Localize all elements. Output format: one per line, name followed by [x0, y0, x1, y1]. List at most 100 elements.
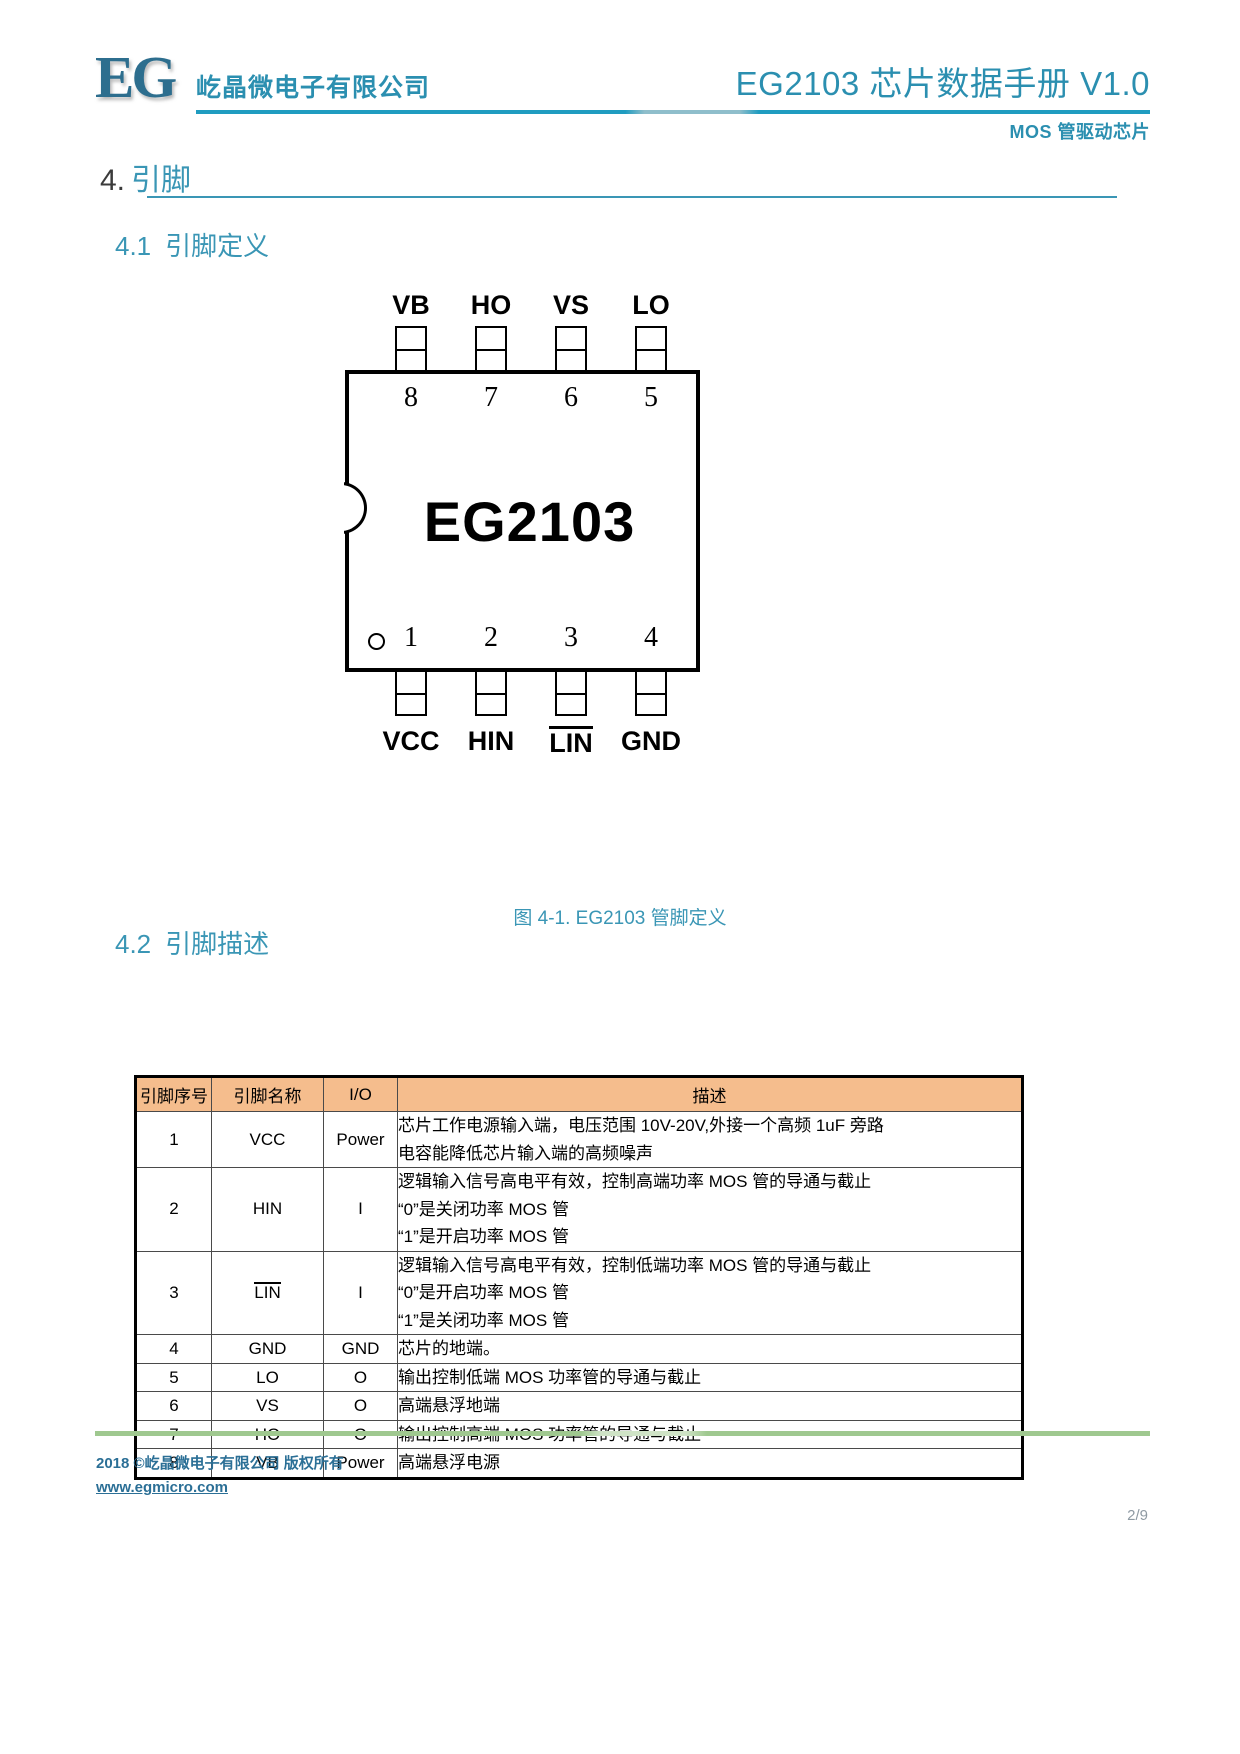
footer-website-link[interactable]: www.egmicro.com — [96, 1479, 228, 1496]
desc-line: 逻辑输入信号高电平有效，控制低端功率 MOS 管的导通与截止 — [398, 1255, 872, 1275]
cell-pin-number: 4 — [134, 1334, 212, 1364]
pin-label-vs: VS — [552, 290, 590, 320]
figure-caption: 图 4-1. EG2103 管脚定义 — [513, 908, 727, 929]
pin-label-ho: HO — [470, 290, 512, 320]
cell-pin-number: 6 — [134, 1391, 212, 1421]
cell-pin-name: VCC — [211, 1110, 324, 1169]
table-row: 2 HIN I 逻辑输入信号高电平有效，控制高端功率 MOS 管的导通与截止 “… — [134, 1167, 1024, 1252]
subsection-title-4-1: 引脚定义 — [165, 231, 270, 261]
desc-line: 高端悬浮电源 — [398, 1453, 500, 1473]
company-logo-icon: EG — [95, 44, 177, 110]
table-body: 1 VCC Power 芯片工作电源输入端，电压范围 10V-20V,外接一个高… — [134, 1110, 1024, 1480]
pin-number-8: 8 — [404, 382, 418, 413]
cell-io: I — [323, 1167, 398, 1252]
page-number: 2/9 — [1127, 1507, 1148, 1524]
table-row: 4 GND GND 芯片的地端。 — [134, 1334, 1024, 1364]
chip-part-number: EG2103 — [423, 489, 636, 553]
cell-pin-name: LO — [211, 1362, 324, 1393]
table-header-row: 引脚序号 引脚名称 I/O 描述 — [134, 1075, 1024, 1112]
section-number: 4. — [100, 164, 126, 197]
pin-shape-5 — [635, 326, 667, 372]
company-name: 屹晶微电子有限公司 — [196, 74, 431, 102]
document-title: EG2103 芯片数据手册 V1.0 — [735, 65, 1150, 102]
pin-label-gnd: GND — [621, 726, 681, 756]
pin-number-3: 3 — [564, 622, 578, 653]
chip-body: EG2103 — [345, 370, 700, 672]
cell-pin-name-text: LIN — [254, 1282, 281, 1303]
section-title: 引脚 — [131, 164, 192, 197]
cell-description: 高端悬浮地端 — [397, 1391, 1024, 1421]
column-header-io: I/O — [323, 1075, 398, 1112]
cell-pin-name: VS — [211, 1391, 324, 1421]
cell-description: 高端悬浮电源 — [397, 1448, 1024, 1480]
desc-line: “1”是开启功率 MOS 管 — [398, 1227, 569, 1247]
page-header: EG 屹晶微电子有限公司 EG2103 芯片数据手册 V1.0 MOS 管驱动芯… — [95, 48, 1150, 148]
section-heading-underline — [147, 196, 1117, 198]
footer-copyright: 2018 ©屹晶微电子有限公司 版权所有 — [96, 1455, 344, 1472]
subsection-title-4-2: 引脚描述 — [165, 929, 270, 959]
table-row: 8 VB Power 高端悬浮电源 — [134, 1448, 1024, 1480]
cell-io: O — [323, 1391, 398, 1421]
footer-divider — [95, 1431, 1150, 1436]
table-row: 5 LO O 输出控制低端 MOS 功率管的导通与截止 — [134, 1362, 1024, 1393]
pin-number-6: 6 — [564, 382, 578, 413]
column-header-pin-name: 引脚名称 — [211, 1075, 324, 1112]
cell-pin-name: HIN — [211, 1167, 324, 1252]
desc-line: 输出控制低端 MOS 功率管的导通与截止 — [398, 1367, 702, 1387]
pin-shape-8 — [395, 326, 427, 372]
desc-line: “0”是开启功率 MOS 管 — [398, 1283, 569, 1303]
cell-description: 输出控制低端 MOS 功率管的导通与截止 — [397, 1362, 1024, 1393]
cell-io: Power — [323, 1110, 398, 1169]
desc-line: 芯片的地端。 — [398, 1339, 500, 1359]
chip-pinout-diagram: VB HO VS LO EG2103 8 7 6 5 1 2 3 4 VCC H… — [330, 286, 730, 776]
cell-description: 逻辑输入信号高电平有效，控制低端功率 MOS 管的导通与截止 “0”是开启功率 … — [397, 1250, 1024, 1336]
cell-pin-number: 2 — [134, 1167, 212, 1252]
pin-number-4: 4 — [644, 622, 658, 653]
cell-io: O — [323, 1362, 398, 1393]
pin-shape-7 — [475, 326, 507, 372]
pin-description-table: 引脚序号 引脚名称 I/O 描述 1 VCC Power 芯片工作电源输入端，电… — [134, 1075, 1024, 1480]
cell-description: 芯片工作电源输入端，电压范围 10V-20V,外接一个高频 1uF 旁路 电容能… — [397, 1110, 1024, 1169]
cell-pin-number: 3 — [134, 1250, 212, 1336]
pin-number-2: 2 — [484, 622, 498, 653]
cell-pin-name: VB — [211, 1448, 324, 1480]
pin-label-lin-text: LIN — [549, 726, 593, 758]
table-row: 6 VS O 高端悬浮地端 — [134, 1391, 1024, 1421]
pin-shape-1 — [395, 670, 427, 716]
pin-label-hin: HIN — [467, 726, 515, 756]
pin-1-marker-icon — [368, 633, 385, 650]
pin-number-5: 5 — [644, 382, 658, 413]
pin-shape-2 — [475, 670, 507, 716]
header-divider — [196, 110, 1150, 114]
pin-shape-4 — [635, 670, 667, 716]
cell-pin-name: LIN — [211, 1250, 324, 1336]
pin-label-lin: LIN — [531, 726, 611, 759]
cell-pin-number: 5 — [134, 1362, 212, 1393]
cell-pin-number: 1 — [134, 1110, 212, 1169]
column-header-pin-number: 引脚序号 — [134, 1075, 212, 1112]
desc-line: 电容能降低芯片输入端的高频噪声 — [398, 1143, 653, 1163]
pin-shape-6 — [555, 326, 587, 372]
subsection-heading-4-1: 4.1 引脚定义 — [115, 226, 269, 263]
subsection-number-4-1: 4.1 — [115, 231, 152, 261]
cell-io: I — [323, 1250, 398, 1336]
desc-line: 逻辑输入信号高电平有效，控制高端功率 MOS 管的导通与截止 — [398, 1172, 872, 1192]
section-heading: 4.引脚 — [100, 155, 1117, 199]
pin-label-lo: LO — [632, 290, 670, 320]
table-row: 3 LIN I 逻辑输入信号高电平有效，控制低端功率 MOS 管的导通与截止 “… — [134, 1250, 1024, 1336]
document-subtitle: MOS 管驱动芯片 — [1009, 122, 1150, 142]
pin-label-vcc: VCC — [382, 726, 440, 756]
cell-description: 逻辑输入信号高电平有效，控制高端功率 MOS 管的导通与截止 “0”是关闭功率 … — [397, 1167, 1024, 1252]
cell-description: 芯片的地端。 — [397, 1334, 1024, 1364]
table-header: 引脚序号 引脚名称 I/O 描述 — [134, 1075, 1024, 1112]
table-row: 1 VCC Power 芯片工作电源输入端，电压范围 10V-20V,外接一个高… — [134, 1110, 1024, 1169]
desc-line: 高端悬浮地端 — [398, 1396, 500, 1416]
desc-line: “1”是关闭功率 MOS 管 — [398, 1310, 569, 1330]
pin-number-1: 1 — [404, 622, 418, 653]
pin-number-7: 7 — [484, 382, 498, 413]
desc-line: 芯片工作电源输入端，电压范围 10V-20V,外接一个高频 1uF 旁路 — [398, 1116, 884, 1135]
column-header-description: 描述 — [397, 1075, 1024, 1112]
cell-io: GND — [323, 1334, 398, 1364]
